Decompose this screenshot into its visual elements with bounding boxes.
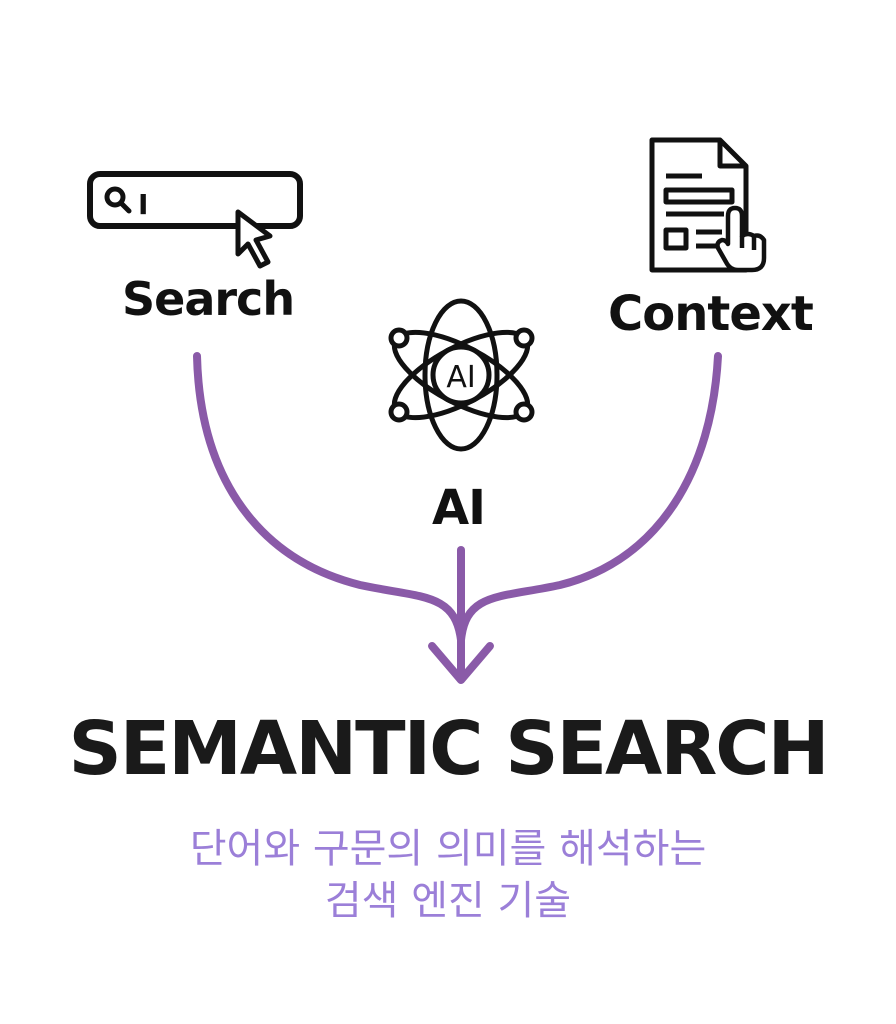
- context-arrow-path: [457, 352, 722, 644]
- ai-label: AI: [432, 480, 486, 536]
- ai-atom-icon: AI: [388, 298, 535, 452]
- search-bar-icon: I: [87, 171, 303, 229]
- cursor-icon: [235, 209, 273, 269]
- pointing-hand-icon: [715, 205, 767, 273]
- search-label: Search: [122, 272, 295, 326]
- context-label: Context: [608, 286, 814, 342]
- ai-icon-text: AI: [446, 360, 475, 395]
- search-bar-text: I: [138, 188, 148, 221]
- search-arrow-path: [193, 352, 465, 644]
- subtitle-line-2: 검색 엔진 기술: [324, 878, 572, 924]
- merge-arrows: [193, 352, 722, 684]
- page-title: SEMANTIC SEARCH: [68, 706, 829, 792]
- arrow-head: [428, 642, 494, 684]
- document-icon: [649, 137, 749, 273]
- subtitle-line-1: 단어와 구문의 의미를 해석하는: [189, 826, 707, 872]
